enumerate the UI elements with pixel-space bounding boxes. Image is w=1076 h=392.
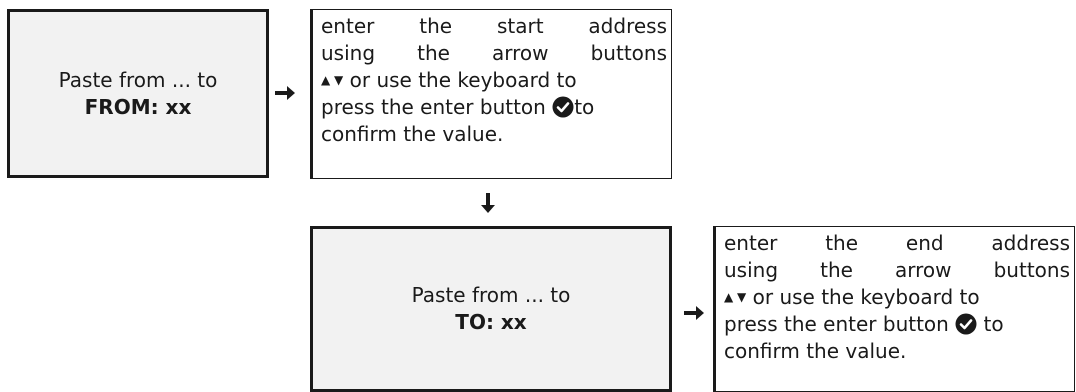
up-down-arrows-icon: ▲ ▼ — [321, 73, 344, 87]
arrow-right-icon — [275, 86, 295, 100]
note-text: press the enter button — [724, 312, 956, 336]
note-line: press the enter button to — [724, 311, 1070, 338]
note-line: enter the end address — [724, 231, 1070, 255]
display-screen-from: Paste from ... to FROM: xx — [7, 9, 269, 178]
note-text: or use the keyboard to — [343, 68, 577, 92]
screen-title: Paste from ... to — [58, 67, 218, 92]
screen-title: Paste from ... to — [411, 283, 571, 307]
instruction-note-start: enter the start address using the arrow … — [310, 9, 672, 179]
check-circle-icon — [552, 96, 574, 118]
instruction-note-end: enter the end address using the arrow bu… — [713, 226, 1075, 392]
up-down-arrows-icon: ▲ ▼ — [724, 290, 747, 304]
note-line: using the arrow buttons — [724, 258, 1070, 282]
note-text: press the enter button — [321, 95, 553, 119]
display-screen-to: Paste from ... to TO: xx — [310, 226, 672, 392]
note-line: using the arrow buttons — [321, 41, 667, 65]
note-line: ▲ ▼ or use the keyboard to — [321, 67, 667, 94]
arrow-right-icon — [684, 306, 704, 320]
note-text: or use the keyboard to — [746, 285, 980, 309]
note-line: press the enter button to — [321, 94, 667, 121]
note-line: ▲ ▼ or use the keyboard to — [724, 284, 1070, 311]
note-line: enter the start address — [321, 14, 667, 38]
note-line: confirm the value. — [321, 122, 504, 146]
check-circle-icon — [955, 313, 977, 335]
note-text: to — [574, 95, 595, 119]
note-line: confirm the value. — [724, 339, 907, 363]
screen-value-to: TO: xx — [455, 310, 527, 334]
arrow-down-icon — [481, 193, 495, 213]
screen-value-from: FROM: xx — [84, 94, 192, 119]
note-text: to — [977, 312, 1004, 336]
